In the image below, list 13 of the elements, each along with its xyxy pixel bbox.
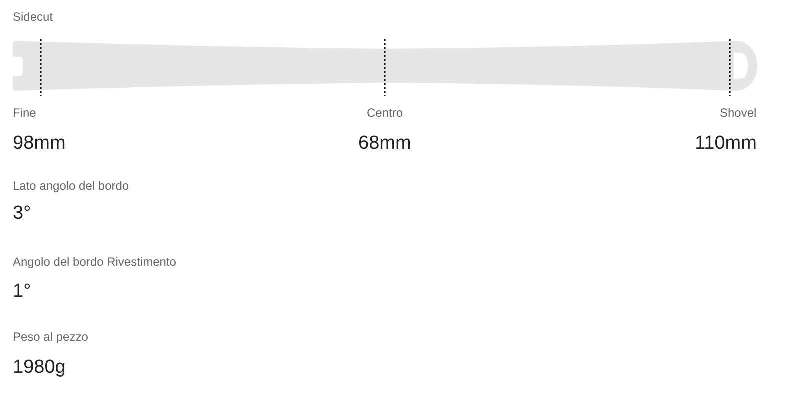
spec-value: 1°	[13, 281, 32, 303]
dimension-label: Fine	[13, 107, 36, 121]
measurement-value: 98mm	[13, 133, 66, 155]
dimension-label: Shovel	[720, 107, 757, 121]
spec-value: 3°	[13, 203, 32, 225]
measurement-value: 68mm	[358, 133, 412, 155]
measurement-value: 110mm	[695, 133, 757, 155]
spec-label: Lato angolo del bordo	[13, 180, 130, 194]
section-heading: Sidecut	[13, 11, 54, 25]
dimension-label: Centro	[367, 107, 404, 121]
spec-label: Peso al pezzo	[13, 331, 88, 345]
spec-label: Angolo del bordo Rivestimento	[13, 256, 176, 270]
spec-value: 1980g	[13, 357, 66, 379]
